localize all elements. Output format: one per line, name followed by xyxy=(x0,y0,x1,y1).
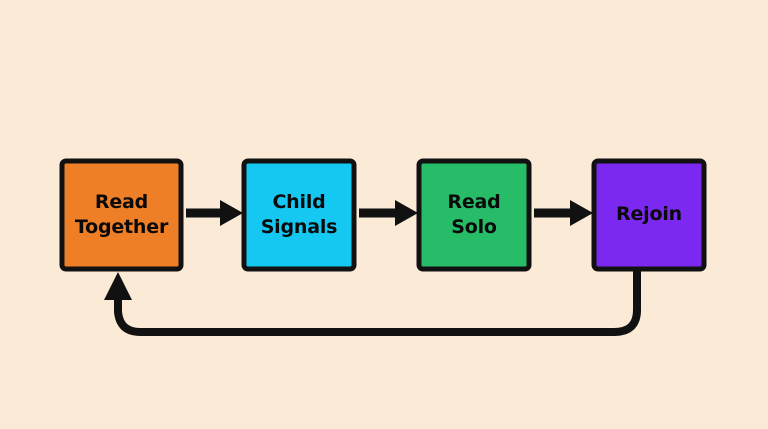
arrow-child-signals-to-read-solo xyxy=(359,200,418,226)
node-rejoin-box[interactable] xyxy=(591,158,707,272)
node-child-signals-box[interactable] xyxy=(241,158,357,272)
node-read-solo-box[interactable] xyxy=(416,158,532,272)
arrow-rejoin-to-read-together xyxy=(104,269,641,336)
arrow-read-together-to-child-signals xyxy=(186,200,243,226)
node-read-together-box[interactable] xyxy=(59,158,184,272)
arrow-read-solo-to-rejoin xyxy=(534,200,593,226)
